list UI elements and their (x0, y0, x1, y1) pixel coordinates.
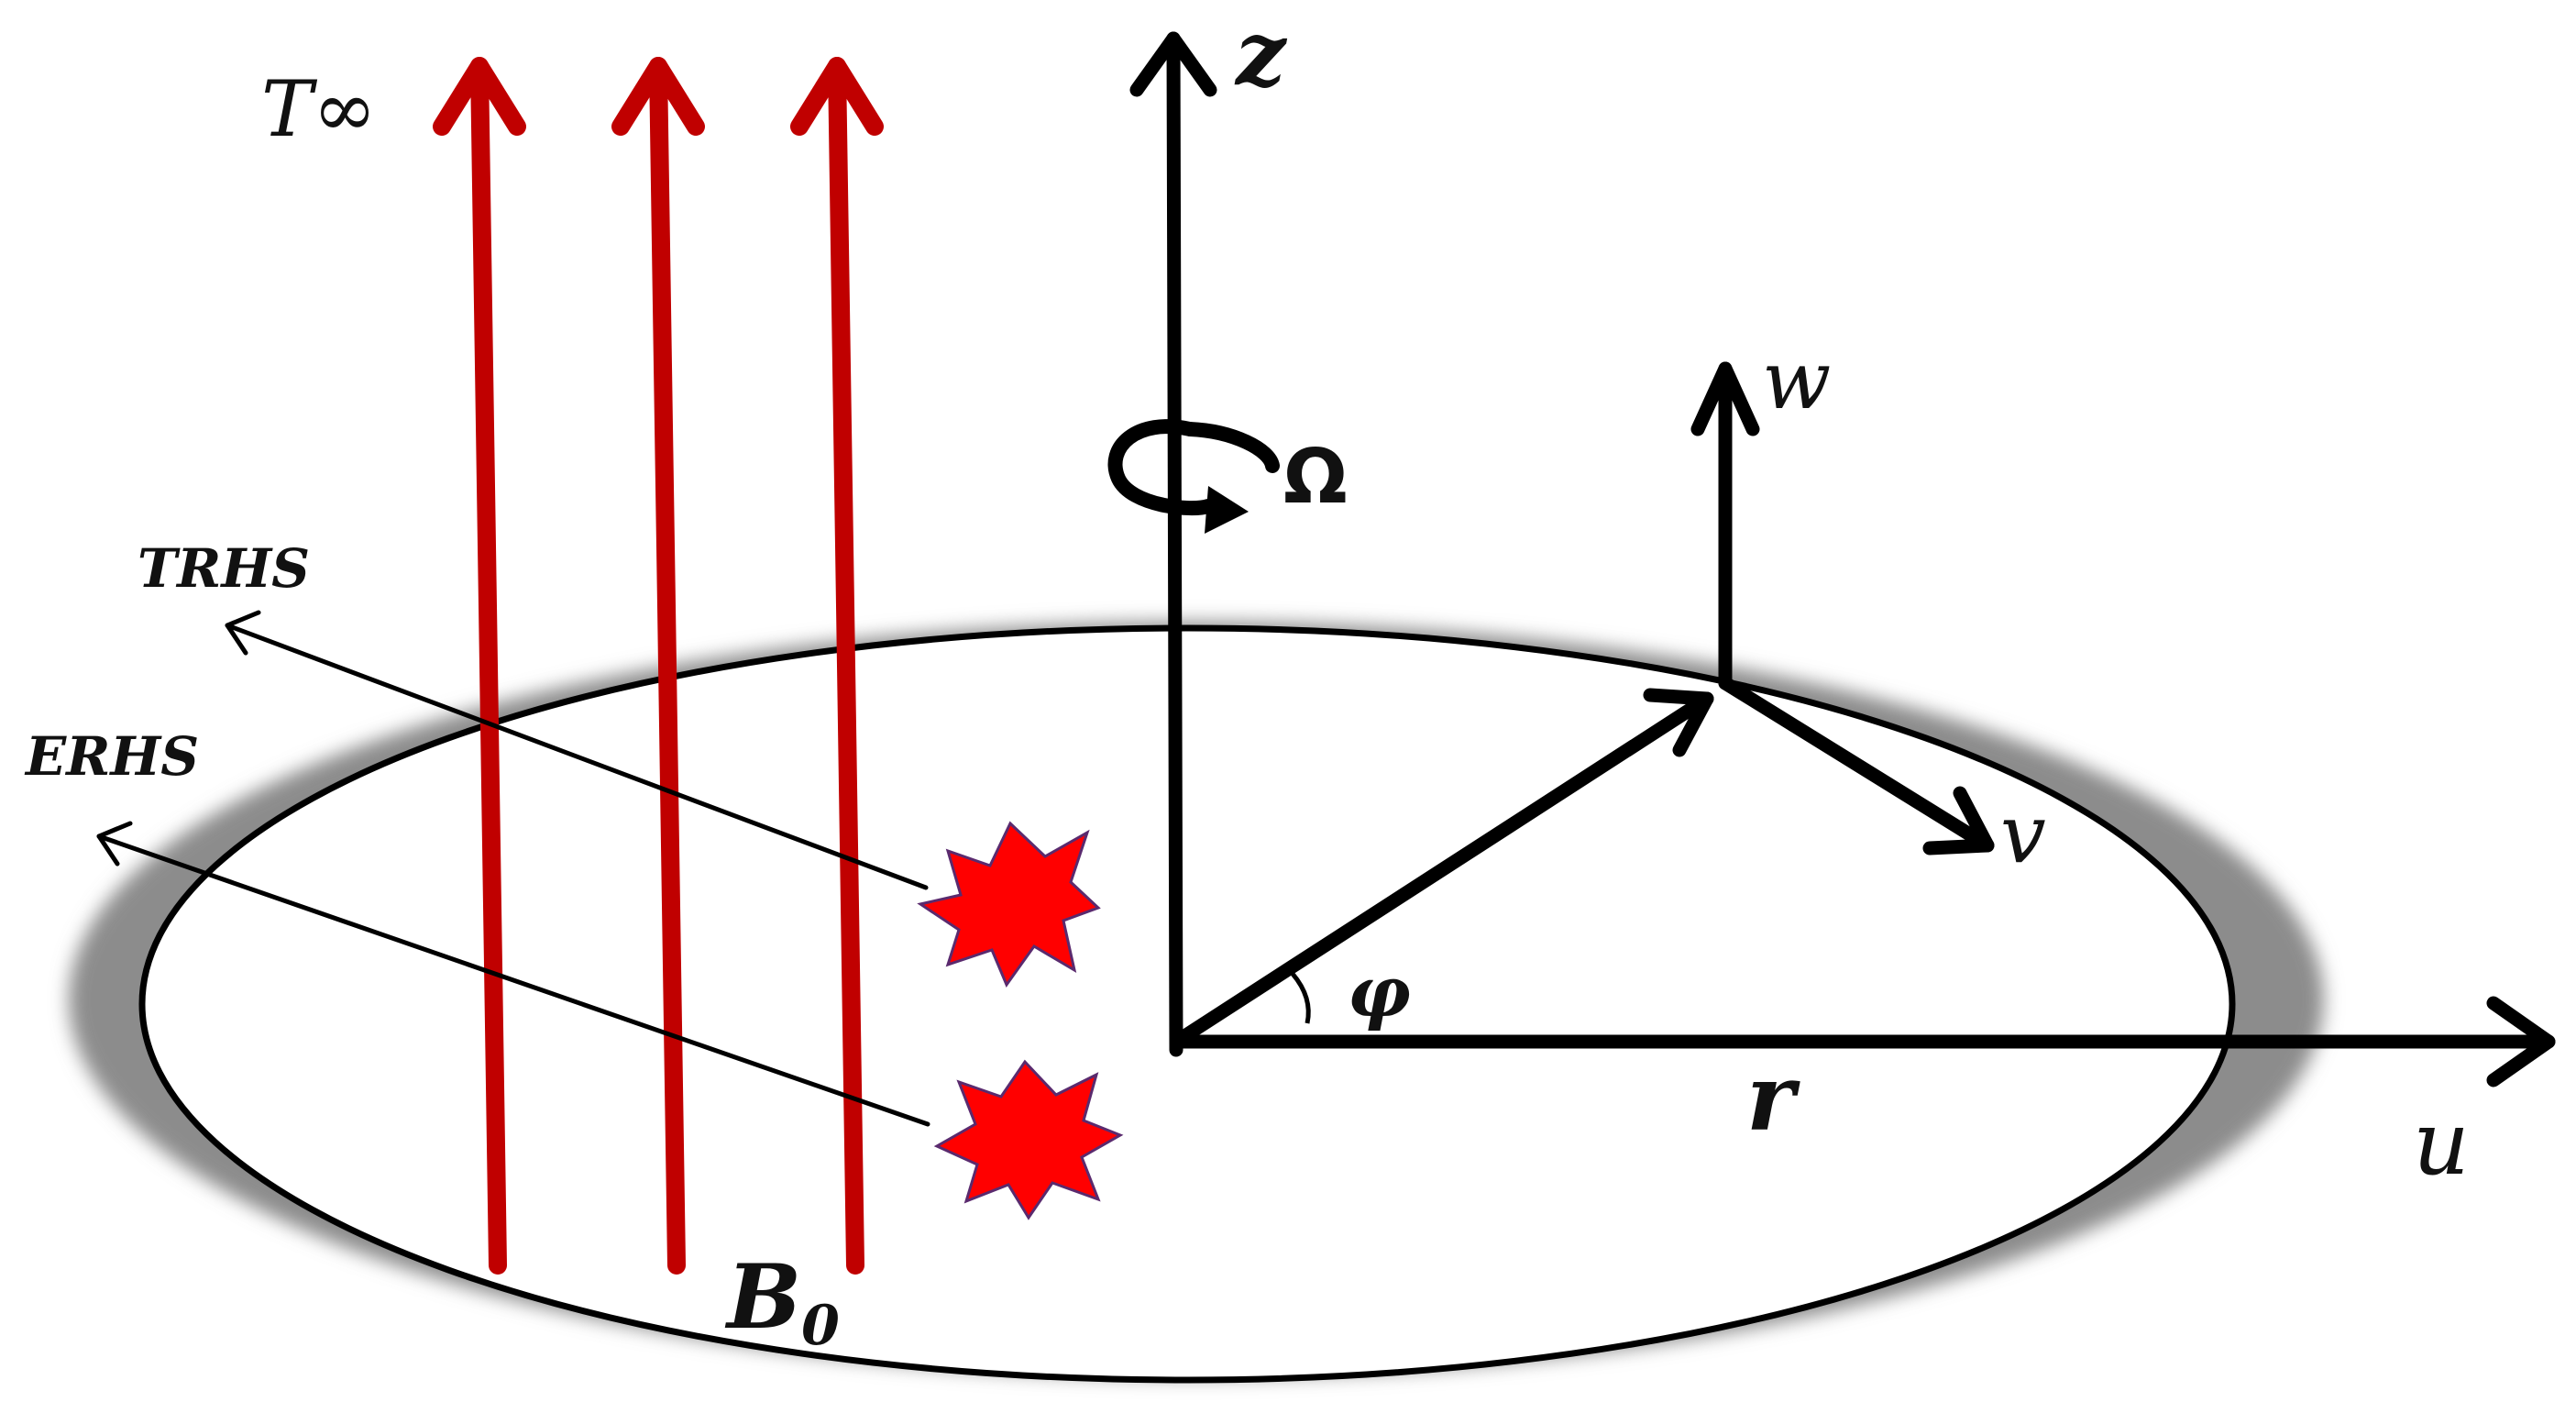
w-vector (1690, 361, 1760, 690)
b0-main: B (724, 1245, 801, 1349)
heat-source-starburst-erhs (933, 1059, 1124, 1220)
u-axis (1169, 996, 2556, 1087)
phi-label: φ (1348, 951, 1411, 1032)
heat-source-starburst-trhs (917, 821, 1101, 988)
trhs-pointer (225, 610, 929, 890)
r-label: r (1746, 1043, 1800, 1152)
t-infinity-label: T∞ (261, 64, 377, 154)
magnetic-field-lines (433, 57, 884, 1275)
phi-angle-arc (1291, 972, 1311, 1024)
v-label: v (2000, 787, 2046, 881)
field-line-2 (611, 57, 705, 1275)
erhs-pointer (96, 821, 930, 1127)
field-line-1 (433, 57, 526, 1275)
u-label: u (2413, 1092, 2470, 1195)
rotation-arrow-icon (1107, 419, 1280, 534)
v-vector (1718, 676, 1995, 856)
w-label: w (1762, 333, 1831, 427)
b0-label: B0 (724, 1245, 840, 1358)
radius-vector (1169, 688, 1714, 1049)
omega-label: Ω (1283, 434, 1348, 521)
trhs-label: TRHS (138, 537, 310, 600)
z-axis (1129, 31, 1217, 1057)
z-axis-label: z (1234, 2, 1288, 105)
erhs-label: ERHS (24, 725, 199, 788)
field-line-3 (790, 57, 884, 1275)
starburst-icon (933, 1059, 1124, 1220)
disk (138, 624, 2236, 1384)
b0-subscript: 0 (801, 1294, 840, 1358)
starburst-icon (917, 821, 1101, 988)
